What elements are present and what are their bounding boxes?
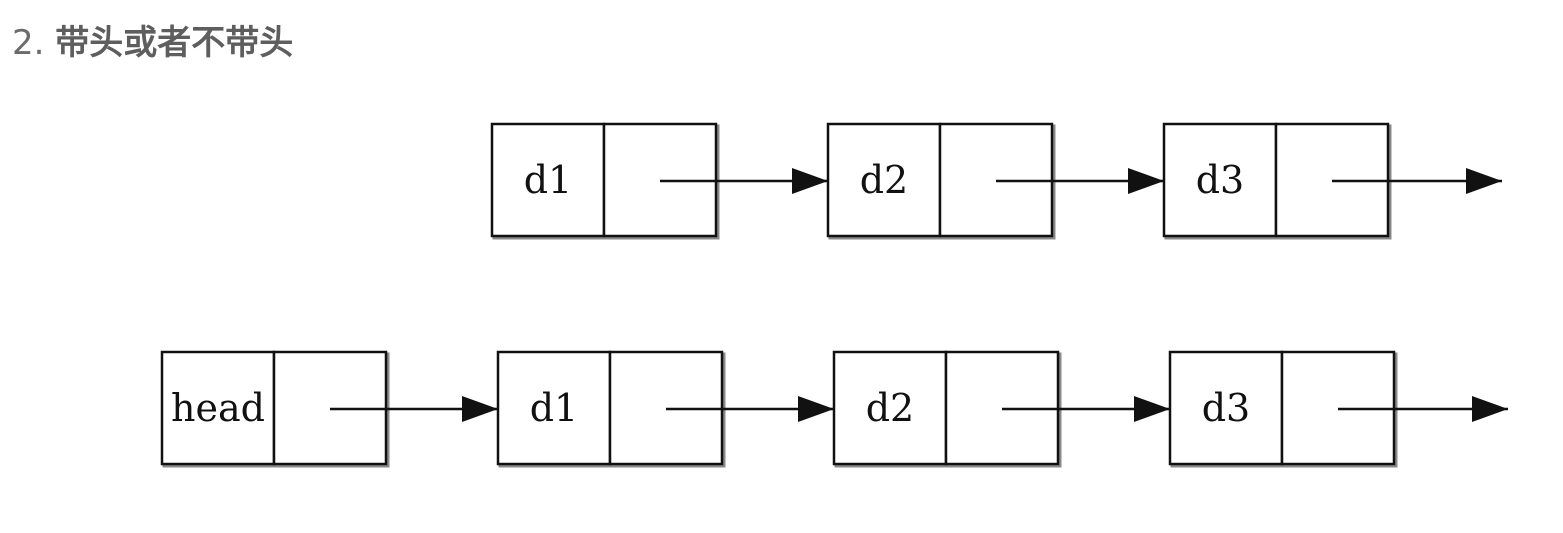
node-label: d1 — [524, 158, 573, 202]
linked-list-with-head: head d1 d2 d3 — [160, 350, 1508, 468]
node-label: d2 — [866, 386, 915, 430]
node-label: head — [171, 386, 265, 430]
list-node: d3 — [1162, 122, 1502, 240]
list-node: d1 — [496, 350, 834, 468]
node-label: d3 — [1202, 386, 1251, 430]
section-title: 带头或者不带头 — [55, 23, 294, 63]
node-data-cell — [1162, 122, 1278, 238]
node-label: d1 — [530, 386, 579, 430]
section-number: 2. — [12, 23, 45, 63]
node-label: d3 — [1196, 158, 1245, 202]
list-node: d3 — [1168, 350, 1508, 468]
list-node: d2 — [826, 122, 1164, 240]
node-label: d2 — [860, 158, 909, 202]
list-node: d1 — [490, 122, 828, 240]
node-data-cell — [490, 122, 606, 238]
linked-list-without-head: d1 d2 d3 — [490, 122, 1502, 240]
node-data-cell — [160, 350, 276, 466]
node-data-cell — [496, 350, 612, 466]
node-data-cell — [832, 350, 948, 466]
list-node: d2 — [832, 350, 1170, 468]
list-node: head — [160, 350, 498, 468]
section-heading: 2. 带头或者不带头 — [12, 18, 293, 68]
